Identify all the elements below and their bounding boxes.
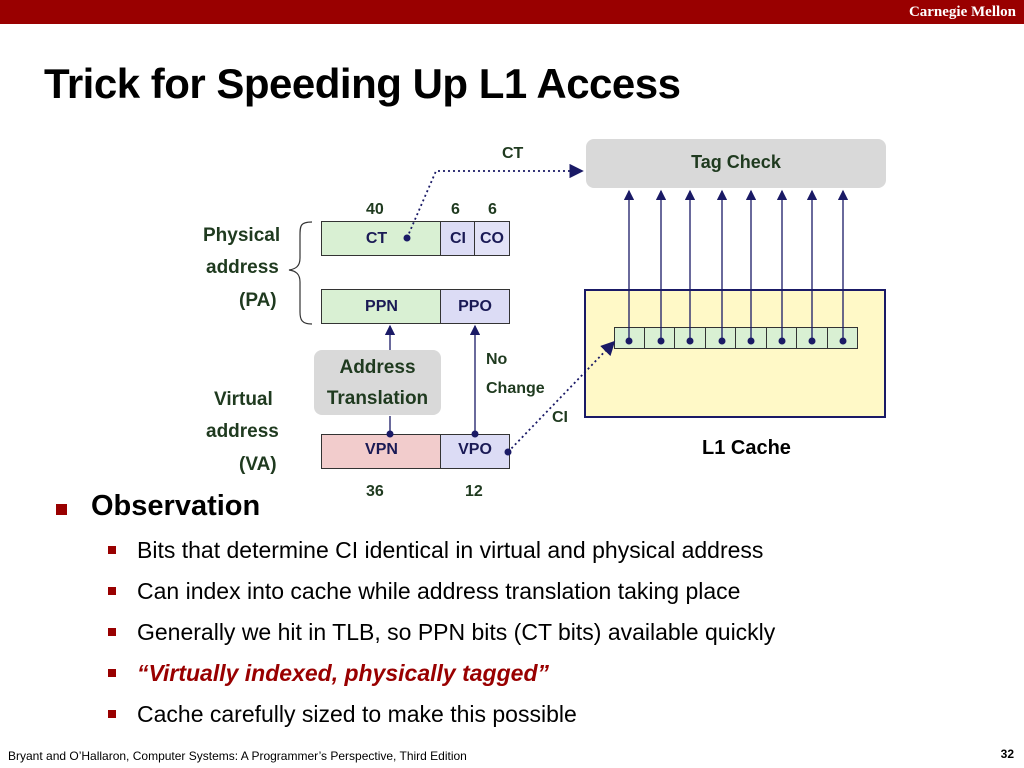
vpn-dot xyxy=(386,430,394,438)
l1-cache-box xyxy=(584,289,886,418)
ppo-text: PPO xyxy=(458,297,492,315)
translation-line-1: Address xyxy=(339,356,416,378)
physical-label-2: address xyxy=(206,257,279,278)
cache-dots xyxy=(625,337,847,345)
bullet-marker xyxy=(108,587,116,595)
brand-label: Carnegie Mellon xyxy=(908,4,1016,20)
ppn-field: PPN xyxy=(321,289,442,324)
bullet-marker xyxy=(108,710,116,718)
bullet-marker xyxy=(108,669,116,677)
observation-heading: Observation xyxy=(91,490,261,522)
bullet-text: Can index into cache while address trans… xyxy=(137,578,741,604)
ci-to-cache xyxy=(507,340,616,453)
bullet-text-highlight: “Virtually indexed, physically tagged” xyxy=(137,660,549,686)
vpo-dot xyxy=(471,430,479,438)
slide-title: Trick for Speeding Up L1 Access xyxy=(44,60,681,107)
page-number: 32 xyxy=(1000,747,1014,761)
pa-co-text: CO xyxy=(480,229,504,247)
vpn-field: VPN xyxy=(321,434,442,469)
ct-arrow-label: CT xyxy=(502,145,524,162)
tag-arrows xyxy=(623,189,849,341)
footer-citation: Bryant and O’Hallaron, Computer Systems:… xyxy=(8,749,467,763)
pa-ci-field: CI xyxy=(440,221,476,256)
bullet-marker xyxy=(108,628,116,636)
translation-line-2: Translation xyxy=(326,387,429,409)
no-change-line-1: No xyxy=(486,351,508,368)
ppn-text: PPN xyxy=(365,297,398,315)
bullet-text: Generally we hit in TLB, so PPN bits (CT… xyxy=(137,619,776,645)
bullet-marker xyxy=(108,546,116,554)
l1-cache-label: L1 Cache xyxy=(702,437,791,459)
vpo-text: VPO xyxy=(458,441,492,458)
virtual-label-2: address xyxy=(206,421,279,442)
pa-ct-text: CT xyxy=(365,229,388,247)
ct-dot xyxy=(403,234,411,242)
ct-width: 40 xyxy=(366,201,384,218)
observation-bullet xyxy=(56,504,67,515)
bullet-text: Bits that determine CI identical in virt… xyxy=(137,537,764,563)
vpo-ci-dot xyxy=(504,448,512,456)
address-translation-box: Address Translation xyxy=(314,350,441,415)
tag-check-label: Tag Check xyxy=(691,152,781,172)
ct-to-tag-check xyxy=(406,163,584,239)
pa-ct-field: CT xyxy=(321,221,442,256)
physical-label-1: Physical xyxy=(203,225,281,246)
ppo-field: PPO xyxy=(440,289,510,324)
pa-brace xyxy=(288,221,313,325)
pa-ci-text: CI xyxy=(450,229,466,247)
ci-arrow-label: CI xyxy=(552,409,568,426)
vpo-width: 12 xyxy=(465,483,483,500)
vpn-width: 36 xyxy=(366,483,384,500)
co-width: 6 xyxy=(488,201,497,218)
virtual-label-1: Virtual xyxy=(214,389,273,410)
bullet-text: Cache carefully sized to make this possi… xyxy=(137,701,577,727)
physical-label-3: (PA) xyxy=(239,290,277,311)
ci-width: 6 xyxy=(451,201,460,218)
vpn-text: VPN xyxy=(365,441,398,458)
no-change-line-2: Change xyxy=(486,380,545,397)
tag-check-box: Tag Check xyxy=(586,139,886,188)
pa-co-field: CO xyxy=(474,221,510,256)
header-bar: Carnegie Mellon xyxy=(0,0,1024,24)
virtual-label-3: (VA) xyxy=(239,454,277,475)
